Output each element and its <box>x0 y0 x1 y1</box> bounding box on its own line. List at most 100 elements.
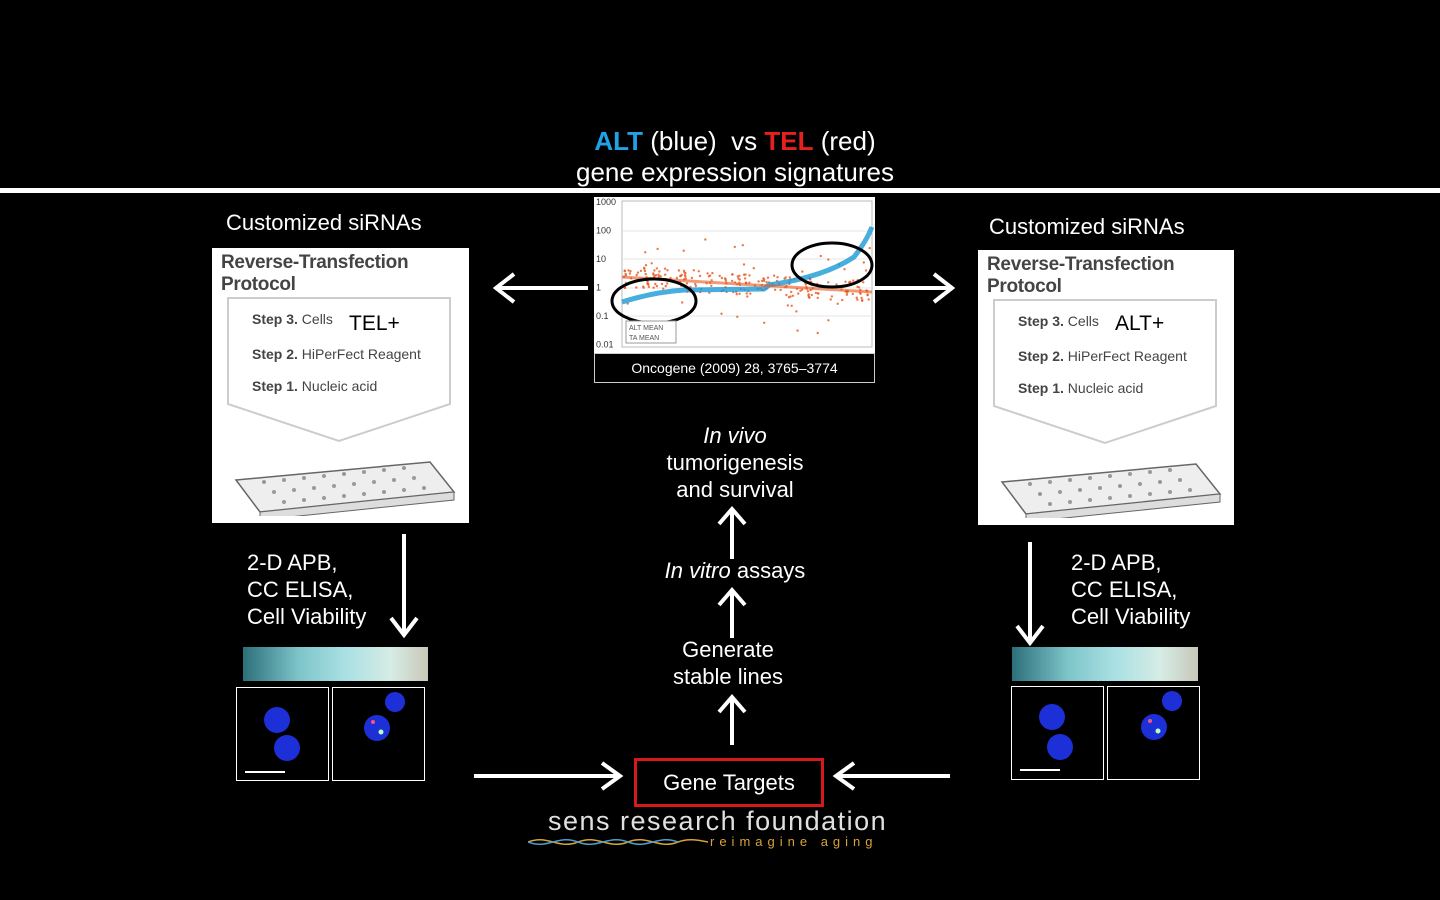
diagram-title: ALT (blue) vs TEL (red) <box>0 126 1440 156</box>
tel-point <box>698 274 702 278</box>
y-tick-label: 1 <box>596 283 601 293</box>
right-protocol-panel: Reverse-Transfection Protocol Step 3. Ce… <box>978 250 1234 525</box>
y-tick-label: 0.1 <box>596 311 609 321</box>
tel-point <box>783 277 786 280</box>
citation-box: Oncogene (2009) 28, 3765–3774 <box>594 353 875 383</box>
tel-point <box>677 269 681 272</box>
tel-point <box>749 292 752 295</box>
y-tick-label: 0.01 <box>596 340 614 350</box>
tel-point <box>650 262 653 265</box>
sens-logo-dna-icon <box>528 838 708 845</box>
tel-point <box>694 284 698 288</box>
tel-point <box>654 282 657 286</box>
left-cell-type-label: TEL+ <box>349 312 400 335</box>
tel-point <box>643 267 646 270</box>
left-well-plate-icon <box>234 461 456 516</box>
up-arrow-to-in-vivo <box>717 505 747 559</box>
diagram-subtitle: gene expression signatures <box>576 157 894 187</box>
alt-label: ALT <box>594 126 643 156</box>
tel-point <box>844 280 847 283</box>
tel-point <box>690 276 694 280</box>
left-microscopy-image-1 <box>236 687 329 781</box>
tel-point <box>785 293 788 297</box>
tel-point <box>851 292 854 296</box>
tel-point <box>779 288 782 292</box>
tel-point <box>680 273 683 277</box>
tel-point <box>642 286 645 289</box>
tel-point <box>736 275 739 278</box>
tel-point <box>862 281 865 284</box>
right-assay-list: 2-D APB,CC ELISA,Cell Viability <box>1071 550 1191 629</box>
tel-point <box>819 254 822 258</box>
tel-point <box>644 251 647 254</box>
left-step-2: Step 2. HiPerFect Reagent <box>252 346 421 362</box>
tel-point <box>708 274 712 277</box>
tel-point <box>856 285 859 288</box>
tel-point <box>752 267 755 270</box>
sens-logo-wordmark: sens research foundation <box>548 806 888 836</box>
tel-point <box>644 272 647 276</box>
tel-point <box>681 301 684 304</box>
tel-point <box>741 244 744 247</box>
tel-point <box>647 285 651 288</box>
tel-point <box>731 273 734 276</box>
tel-point <box>848 281 851 284</box>
tel-point <box>692 269 695 272</box>
gene-targets-box: Gene Targets <box>634 758 824 807</box>
tel-point <box>861 298 864 302</box>
tel-point <box>765 281 768 284</box>
tel-point <box>776 276 779 279</box>
tel-point <box>652 273 655 276</box>
tel-point <box>868 246 871 250</box>
tel-point <box>684 275 687 278</box>
tel-point <box>763 321 766 324</box>
tel-point <box>664 284 667 288</box>
tel-point <box>845 293 849 296</box>
tel-point <box>742 273 746 276</box>
tel-point <box>694 282 697 286</box>
tel-point <box>666 269 669 272</box>
tel-point <box>757 280 760 283</box>
tel-point <box>660 282 664 286</box>
tel-point <box>682 249 685 252</box>
tel-point <box>862 261 865 264</box>
tel-point <box>804 283 807 286</box>
divider-line <box>0 188 1440 193</box>
tel-point <box>748 274 751 277</box>
tel-point <box>772 274 776 277</box>
tel-color-note: (red) <box>820 126 876 156</box>
tel-point <box>827 281 830 284</box>
tel-point <box>801 270 804 273</box>
in-vitro-label: In vitro assays <box>664 558 806 583</box>
tel-point <box>718 274 721 278</box>
tel-point <box>762 277 765 280</box>
tel-point <box>733 245 736 249</box>
left-step-1: Step 1. Nucleic acid <box>252 378 378 394</box>
tel-point <box>788 276 791 279</box>
tel-point <box>685 282 689 285</box>
tel-point <box>720 276 724 280</box>
highlight-circle-right <box>790 241 874 289</box>
up-arrow-to-in-vitro <box>717 586 747 638</box>
right-step-2: Step 2. HiPerFect Reagent <box>1018 348 1187 364</box>
tel-point <box>647 283 650 286</box>
legend-ta-mean: TA MEAN <box>629 335 659 342</box>
tel-point <box>635 273 638 277</box>
tel-point <box>797 292 800 295</box>
left-sirna-caption: Customized siRNAs <box>226 210 422 235</box>
left-step-3: Step 3. Cells <box>252 311 333 327</box>
tel-point <box>736 315 739 318</box>
tel-point <box>806 290 810 293</box>
tel-point <box>656 247 659 251</box>
right-microscopy-image-1 <box>1011 686 1104 780</box>
tel-point <box>706 272 709 275</box>
tel-point <box>704 238 707 241</box>
tel-point <box>810 293 813 297</box>
tel-point <box>746 295 749 298</box>
tel-point <box>684 271 687 275</box>
tel-point <box>829 298 832 301</box>
tel-point <box>760 279 764 283</box>
tel-point <box>827 258 830 261</box>
tel-point <box>659 275 662 278</box>
